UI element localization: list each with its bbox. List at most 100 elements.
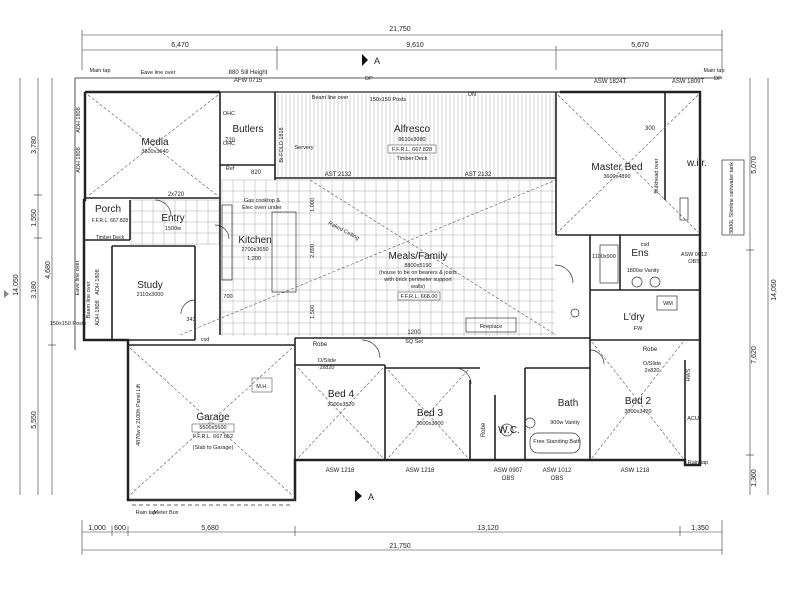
svg-text:WM: WM [663, 301, 673, 307]
left-seg-5: 5,550 [31, 411, 38, 429]
bottom-dimensions: 1,000 600 5,680 13,120 1,350 21,750 [81, 520, 723, 555]
svg-text:1,200: 1,200 [247, 256, 261, 262]
porch-ffrl: F.F.R.L. 667.828 [92, 218, 129, 224]
svg-text:700: 700 [223, 294, 232, 300]
svg-text:ASW 1218: ASW 1218 [406, 468, 435, 474]
kitchen-label: Kitchen [238, 235, 271, 246]
bed4-label: Bed 4 [328, 389, 355, 400]
study-label: Study [137, 280, 163, 291]
kitchen-size: 2700x3650 [241, 247, 268, 253]
svg-text:Rain tap: Rain tap [688, 460, 709, 466]
media-size: 3800x3640 [141, 149, 168, 155]
meals-ffrl: F.F.R.L. 668.00 [401, 294, 438, 300]
svg-text:DP: DP [714, 76, 722, 82]
bottom-seg-1: 1,000 [88, 525, 106, 532]
svg-text:DN: DN [468, 92, 476, 98]
entry-label: Entry [161, 213, 184, 224]
wir-label: w.i.r. [686, 158, 707, 169]
svg-text:HWS: HWS [686, 368, 692, 381]
left-seg-1: 3,780 [31, 136, 38, 154]
section-marker-top: A [362, 54, 380, 66]
svg-text:Gas cooktop &: Gas cooktop & [244, 198, 280, 204]
right-total-dim: 14,050 [771, 279, 778, 301]
svg-text:343: 343 [186, 317, 195, 323]
svg-text:2,890: 2,890 [310, 244, 316, 258]
section-marker-bottom: A [355, 490, 374, 502]
svg-text:Main tap: Main tap [703, 68, 724, 74]
svg-text:150x150 Posts: 150x150 Posts [50, 321, 87, 327]
top-total-dim: 21,750 [389, 26, 411, 33]
meals-note-3: walls) [410, 284, 425, 290]
svg-text:ADH 1808: ADH 1808 [76, 107, 82, 132]
alfresco-beam: Beam line over [312, 95, 349, 101]
svg-text:FW: FW [634, 326, 643, 332]
svg-text:Ref: Ref [226, 166, 235, 172]
svg-text:880 Sill Height: 880 Sill Height [229, 70, 268, 76]
shower-tray [599, 244, 619, 284]
svg-text:ASW 1824T: ASW 1824T [594, 79, 627, 85]
master-bed-label: Master Bed [591, 162, 642, 173]
porch-label: Porch [95, 204, 121, 215]
svg-text:A: A [368, 492, 374, 502]
bed4-size: 3000x3520 [327, 402, 354, 408]
svg-text:Beam line over: Beam line over [86, 281, 92, 318]
left-total-dim: 14,050 [13, 274, 20, 296]
bottom-seg-2: 600 [114, 525, 126, 532]
svg-text:Eave line over: Eave line over [75, 260, 81, 295]
meals-note-2: with brick perimeter support [383, 277, 452, 283]
right-seg-3: 1,360 [751, 469, 758, 487]
manhole-label: M.H. [256, 384, 268, 390]
svg-text:Servery: Servery [295, 145, 314, 151]
left-dimensions: 14,050 3,780 1,550 4,680 3,180 5,550 [13, 78, 56, 495]
alfresco-ffrl: F.F.R.L. 667.828 [392, 147, 432, 153]
robe-bed3: Robe [481, 422, 487, 437]
svg-text:820: 820 [251, 170, 262, 176]
floor-tile-grid [130, 179, 555, 336]
svg-text:DP: DP [365, 76, 373, 82]
svg-text:ASW 1012: ASW 1012 [543, 468, 572, 474]
svg-text:2x820: 2x820 [645, 368, 660, 374]
svg-text:720: 720 [225, 138, 236, 144]
rainwater-tank [721, 159, 745, 236]
svg-text:Fireplace: Fireplace [480, 324, 503, 330]
meals-note-1: (house to be on bearers & joists [379, 270, 457, 276]
svg-text:ASW 1218: ASW 1218 [621, 468, 650, 474]
svg-text:OHC: OHC [223, 141, 235, 147]
svg-text:SQ Set: SQ Set [405, 339, 423, 345]
left-seg-4: 3,180 [31, 281, 38, 299]
bottom-seg-5: 1,350 [691, 525, 709, 532]
svg-text:OBS: OBS [688, 259, 700, 265]
bath-tub [529, 432, 581, 454]
robe-bed4: Robe [313, 342, 328, 348]
garage-size: 5500x5500 [199, 425, 226, 431]
left-seg-3: 4,680 [45, 261, 52, 279]
master-bed-size: 3600x4890 [603, 174, 630, 180]
bed2-size: 3000x3420 [624, 409, 651, 415]
ensuite-label: Ens [631, 248, 648, 259]
svg-text:AFW 0715: AFW 0715 [234, 78, 263, 84]
svg-text:ASW 0612: ASW 0612 [681, 252, 707, 258]
internal-walls [85, 92, 700, 500]
top-seg-3: 5,670 [631, 42, 649, 49]
top-seg-2: 9,610 [406, 42, 424, 49]
alfresco-deck: Timber Deck [397, 156, 428, 162]
wc-label: W.C. [498, 425, 520, 436]
butlers-label: Butlers [232, 124, 263, 135]
svg-text:3000L Slimline rainwater tank: 3000L Slimline rainwater tank [729, 162, 735, 234]
alfresco-label: Alfresco [394, 124, 431, 135]
svg-text:1100x900: 1100x900 [592, 254, 616, 260]
svg-text:O/Slide: O/Slide [318, 358, 336, 364]
svg-text:900w Vanity: 900w Vanity [550, 420, 580, 426]
svg-text:Bi-FOLD 1818: Bi-FOLD 1818 [279, 127, 285, 162]
svg-text:ADH 1808: ADH 1808 [95, 300, 101, 325]
svg-text:1800w Vanity: 1800w Vanity [627, 268, 660, 274]
svg-text:OHC: OHC [223, 111, 235, 117]
bath-label: Bath [558, 398, 579, 409]
svg-text:Rain tap: Rain tap [136, 510, 157, 516]
alfresco-decking [277, 94, 555, 177]
svg-text:Bulkhead over: Bulkhead over [654, 158, 660, 193]
garage-ffrl: F.F.R.L. 667.652 [193, 434, 233, 440]
bottom-seg-4: 13,120 [477, 525, 499, 532]
left-seg-2: 1,550 [31, 209, 38, 227]
svg-text:AST 2132: AST 2132 [465, 172, 492, 178]
